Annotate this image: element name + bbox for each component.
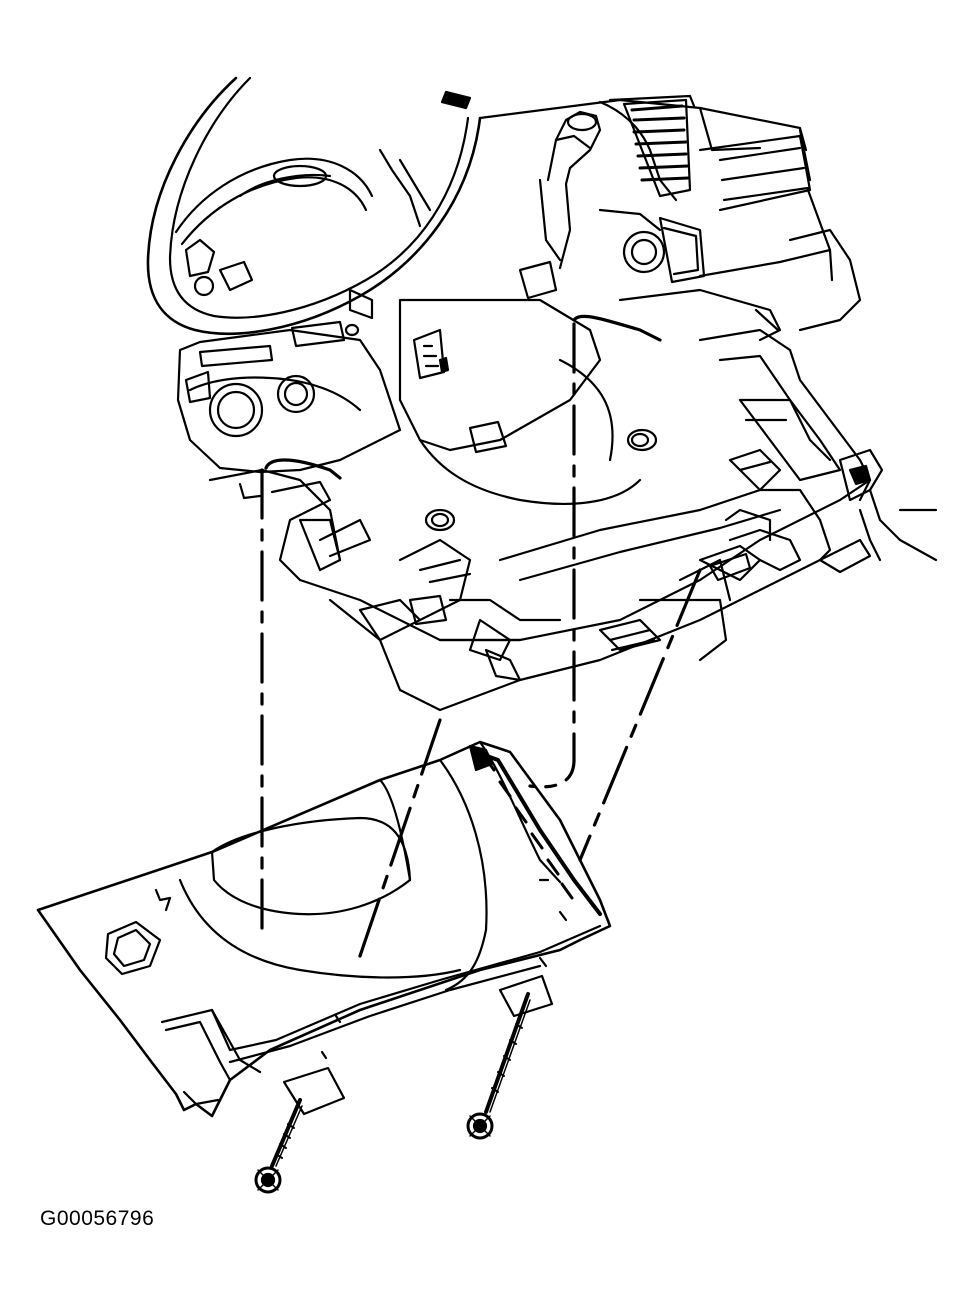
mounting-tab xyxy=(498,974,554,1018)
lower-dash-structure xyxy=(176,128,938,712)
mounting-tab xyxy=(282,1066,346,1116)
figure-code: G00056796 xyxy=(40,1207,155,1230)
steering-column-cover xyxy=(36,740,612,1118)
screw-left xyxy=(254,1098,303,1194)
screw-right xyxy=(466,992,531,1140)
steering-wheel xyxy=(146,76,482,335)
instrument-panel xyxy=(344,94,834,532)
